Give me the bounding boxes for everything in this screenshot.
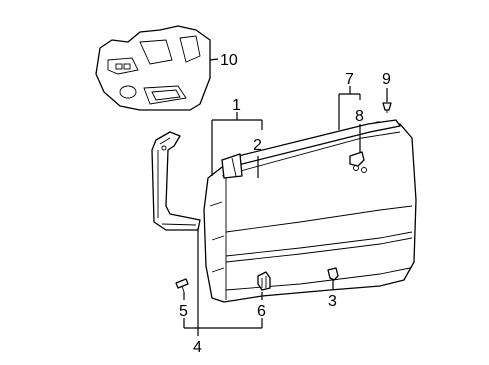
window-belt-molding	[221, 119, 401, 179]
callout-4: 4	[193, 339, 202, 356]
door-shell	[203, 121, 417, 303]
retainer-clip	[382, 102, 392, 113]
push-retainer	[257, 271, 271, 291]
callout-5: 5	[179, 303, 188, 320]
door-trim-panel	[95, 25, 211, 111]
callout-2: 2	[253, 137, 262, 154]
plug-fastener	[327, 267, 339, 281]
callout-3: 3	[328, 293, 337, 310]
belt-molding-clip	[349, 151, 365, 167]
leader-lines	[183, 58, 388, 336]
weatherstrip-seal	[151, 131, 201, 231]
callout-labels: 10 1 2 7 8 9 5 6 3 4	[179, 52, 391, 356]
callout-1: 1	[232, 97, 241, 114]
callout-10: 10	[220, 52, 238, 69]
callout-9: 9	[382, 71, 391, 88]
callout-6: 6	[257, 303, 266, 320]
trim-clip-screw	[175, 278, 189, 293]
callout-7: 7	[345, 71, 354, 88]
callout-8: 8	[355, 108, 364, 125]
